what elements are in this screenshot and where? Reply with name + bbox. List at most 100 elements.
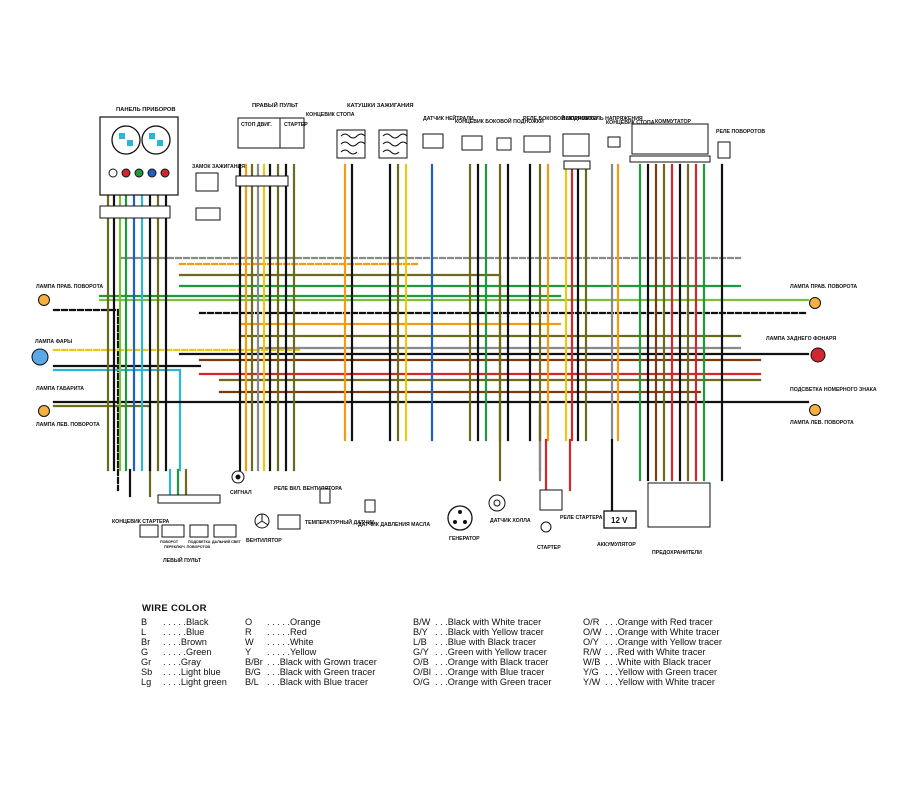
- fan-relay: РЕЛЕ ВКЛ. ВЕНТИЛЯТОРА: [274, 486, 342, 530]
- leader-dots: . . .: [435, 677, 448, 687]
- left-sub-label-2: ПЕРЕКЛЮЧ. ПОВОРОТОВ: [164, 545, 210, 549]
- wire-code: R/W: [583, 647, 601, 657]
- battery: 12 V АККУМУЛЯТОР: [597, 510, 637, 548]
- sidestand-switch-label: КОНЦЕВИК БОКОВОЙ ПОДНОЖКИ: [455, 117, 544, 125]
- leader-dots: . . . . .: [267, 617, 290, 627]
- legend-row: O/G . . . Orange with Green tracer: [413, 677, 551, 687]
- sidestand-relay: РЕЛЕ БОКОВОЙ ПОДНОЖКИ: [523, 114, 597, 153]
- wire-color-name: Orange with White tracer: [617, 627, 720, 637]
- battery-label: АККУМУЛЯТОР: [597, 542, 636, 548]
- turn-relay: РЕЛЕ ПОВОРОТОВ: [716, 129, 765, 159]
- instrument-panel-label: ПАНЕЛЬ ПРИБОРОВ: [116, 107, 176, 113]
- legend-row: B/Y . . . Black with Yellow tracer: [413, 627, 551, 637]
- leader-dots: . . . . .: [163, 647, 186, 657]
- leader-dots: . . . . .: [267, 637, 290, 647]
- wire: [178, 273, 502, 482]
- legend-row: B/W . . . Black with White tracer: [413, 617, 551, 627]
- wire-color-name: Orange with Green tracer: [447, 677, 552, 687]
- legend-row: Y/W . . . Yellow with White tracer: [583, 677, 722, 687]
- legend-row: R . . . . . Red: [245, 627, 377, 637]
- temp-sensor-label: ТЕМПЕРАТУРНЫЙ ДАТЧИК: [305, 518, 375, 526]
- legend-row: L/B . . . Blue with Black tracer: [413, 637, 551, 647]
- neutral-sensor: ДАТЧИК НЕЙТРАЛИ: [422, 114, 474, 149]
- legend-row: Y/G . . . Yellow with Green tracer: [583, 667, 722, 677]
- starter-switch-label: СТАРТЕР: [284, 122, 308, 128]
- legend-row: B/G . . . Black with Green tracer: [245, 667, 377, 677]
- wire-color-name: Black with Grown tracer: [279, 657, 377, 667]
- wire-code: B/Br: [245, 657, 263, 667]
- leader-dots: . . .: [605, 637, 618, 647]
- leader-dots: . . .: [267, 657, 280, 667]
- leader-dots: . . .: [267, 667, 280, 677]
- ignition-coils-label: КАТУШКИ ЗАЖИГАНИЯ: [347, 103, 414, 109]
- legend-row: L . . . . . Blue: [141, 627, 227, 637]
- generator-label: ГЕНЕРАТОР: [449, 536, 480, 542]
- wiring-diagram: ПАНЕЛЬ ПРИБОРОВ ЗАМОК ЗАЖИГАНИЯ ПРАВЫЙ П…: [31, 101, 877, 564]
- wire-color-name: Blue with Black tracer: [447, 637, 537, 647]
- regulator-rectifier: ВЫПРЯМИТЕЛЬ НАПРЯЖЕНИЯ: [562, 116, 643, 170]
- legend-row: W . . . . . White: [245, 637, 377, 647]
- wire-color-name: Black: [185, 617, 209, 627]
- rear-left-turn-label: ЛАМПА ЛЕВ. ПОВОРОТА: [790, 420, 854, 426]
- igniter: КОММУТАТОР: [629, 119, 711, 163]
- front-brake-switch-label: КОНЦЕВИК СТОПА: [306, 112, 355, 118]
- wire-code: O/B: [413, 657, 429, 667]
- leader-dots: . . . . .: [267, 647, 290, 657]
- rear-right-turn-label: ЛАМПА ПРАВ. ПОВОРОТА: [790, 284, 857, 290]
- wire-code: O/R: [583, 617, 600, 627]
- temp-sensor: ТЕМПЕРАТУРНЫЙ ДАТЧИК: [305, 488, 375, 526]
- turn-relay-label: РЕЛЕ ПОВОРОТОВ: [716, 129, 765, 135]
- instrument-panel: ПАНЕЛЬ ПРИБОРОВ: [99, 107, 179, 219]
- leader-dots: . . .: [435, 647, 448, 657]
- right-handlebar-switch: ПРАВЫЙ ПУЛЬТ СТОП ДВИГ. СТАРТЕР КОНЦЕВИК…: [235, 101, 355, 187]
- tail-lamp-label: ЛАМПА ЗАДНЕГО ФОНАРЯ: [766, 336, 836, 342]
- wire-color-name: Yellow with Green tracer: [617, 667, 718, 677]
- leader-dots: . . .: [605, 627, 618, 637]
- legend-row: R/W . . . Red with White tracer: [583, 647, 722, 657]
- legend-row: Sb . . . . Light blue: [141, 667, 227, 677]
- wire-code: B/W: [413, 617, 431, 627]
- legend-row: O/B . . . Orange with Black tracer: [413, 657, 551, 667]
- left-sub-label-3: ПОДСВЕТКА: [188, 540, 211, 544]
- horn: СИГНАЛ: [230, 470, 252, 496]
- wire-color-name: Yellow with White tracer: [617, 677, 715, 687]
- hall-sensor: ДАТЧИК ХОЛЛА: [488, 494, 531, 524]
- clutch-switch-label: КОНЦЕВИК СТАРТЕРА: [112, 519, 170, 525]
- left-handlebar-label: ЛЕВЫЙ ПУЛЬТ: [163, 556, 202, 564]
- leader-dots: . . .: [605, 677, 618, 687]
- front-right-turn-lamp: ЛАМПА ПРАВ. ПОВОРОТА: [36, 284, 103, 306]
- wire-code: L: [141, 627, 147, 637]
- legend-row: W/B . . . White with Black tracer: [583, 657, 722, 667]
- wire-color-name: Red: [289, 627, 307, 637]
- wire-color-name: Black with White tracer: [447, 617, 542, 627]
- wire-color-name: Blue: [185, 627, 205, 637]
- wire-code: O/Y: [583, 637, 599, 647]
- legend-row: Br . . . . Brown: [141, 637, 227, 647]
- position-lamp-label: ЛАМПА ГАБАРИТА: [36, 386, 84, 392]
- leader-dots: . . .: [267, 677, 280, 687]
- wire-color-name: Black with Yellow tracer: [447, 627, 544, 637]
- leader-dots: . . .: [605, 657, 618, 667]
- leader-dots: . . .: [435, 637, 448, 647]
- wire-color-name: Black with Green tracer: [279, 667, 376, 677]
- wire-color-name: White with Black tracer: [617, 657, 712, 667]
- wire-code: Br: [141, 637, 151, 647]
- wire-color-name: Orange with Blue tracer: [447, 667, 545, 677]
- rear-brake-switch-label: КОНЦЕВИК СТОПА: [606, 120, 655, 126]
- tail-lamp: ЛАМПА ЗАДНЕГО ФОНАРЯ: [766, 336, 836, 363]
- wire-code: O/G: [413, 677, 430, 687]
- engine-stop-label: СТОП ДВИГ.: [241, 122, 272, 128]
- leader-dots: . . . . .: [267, 627, 290, 637]
- left-handlebar-switch: ЛЕВЫЙ ПУЛЬТ КОНЦЕВИК СТАРТЕРА ПОВОРОТ ПЕ…: [112, 494, 242, 564]
- fan-relay-label: РЕЛЕ ВКЛ. ВЕНТИЛЯТОРА: [274, 486, 342, 492]
- wire-code: Lg: [141, 677, 152, 687]
- wires-layer: [52, 163, 810, 512]
- front-left-turn-label: ЛАМПА ЛЕВ. ПОВОРОТА: [36, 422, 100, 428]
- license-lamp-label: ПОДСВЕТКА НОМЕРНОГО ЗНАКА: [790, 387, 877, 393]
- leader-dots: . . .: [435, 657, 448, 667]
- wire-color-name: Yellow: [289, 647, 317, 657]
